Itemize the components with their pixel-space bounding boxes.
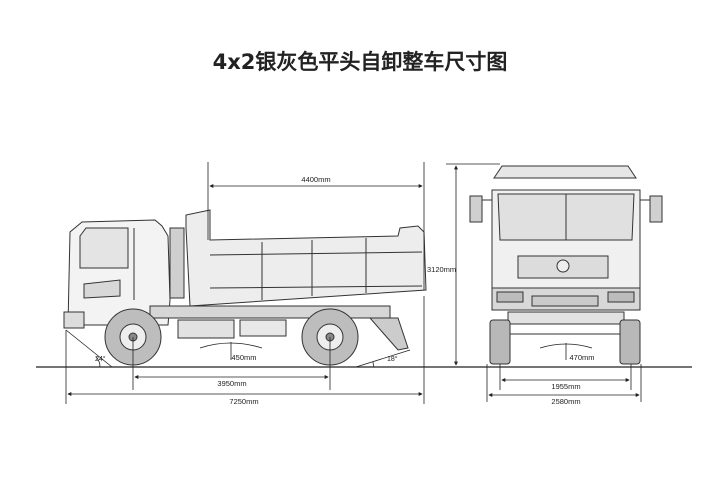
page-title: 4x2银灰色平头自卸整车尺寸图 (212, 50, 508, 74)
track-width-label: 1955mm (551, 382, 580, 391)
approach-angle-label: 24° (95, 355, 106, 363)
right-headlight (607, 291, 635, 303)
cab-window (79, 227, 129, 269)
side-dimensions (65, 162, 425, 404)
brand-emblem (556, 259, 570, 273)
departure-angle-line (355, 349, 411, 368)
front-right-wheel (619, 319, 641, 365)
right-mirror (649, 195, 663, 223)
front-ground-clearance-label: 470mm (569, 353, 594, 362)
wheelbase-label: 3950mm (217, 379, 246, 388)
left-headlight (496, 291, 524, 303)
overall-length-label: 7250mm (229, 397, 258, 406)
front-left-wheel (489, 319, 511, 365)
overall-height-label: 3120mm (427, 265, 456, 274)
front-bumper (63, 311, 85, 329)
front-dimensions (446, 163, 642, 402)
left-mirror (469, 195, 483, 223)
front-box-top (493, 165, 637, 179)
side-ground-clearance-label: 450mm (231, 353, 256, 362)
front-view-truck (469, 165, 663, 365)
approach-angle-line (65, 329, 113, 368)
overall-width-label: 2580mm (551, 397, 580, 406)
departure-angle-label: 18° (387, 355, 398, 363)
cab-logo-decal (83, 279, 121, 299)
tool-box (239, 319, 287, 337)
rear-guard (368, 317, 409, 351)
chassis-frame (149, 305, 391, 319)
ground-clearance-arc (199, 342, 263, 349)
fuel-tank (177, 319, 235, 339)
side-view-truck (63, 209, 427, 366)
box-length-label: 4400mm (301, 175, 330, 184)
dump-box (185, 209, 427, 307)
